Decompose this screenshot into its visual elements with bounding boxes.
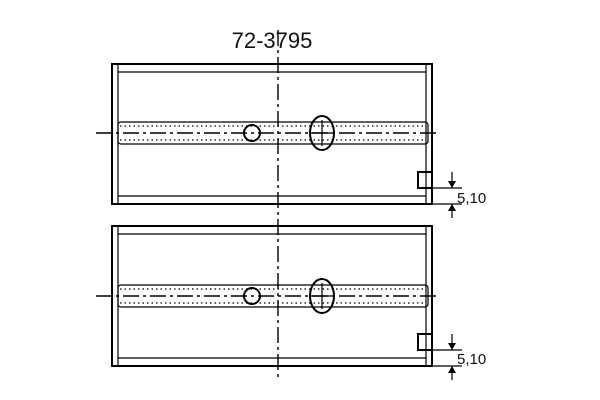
upper-dim-arrow-down — [448, 181, 456, 188]
lower-oil-hole-small — [243, 287, 261, 305]
lower-dim-arrow-down — [448, 343, 456, 350]
upper-dimension-label: 5,10 — [457, 190, 486, 207]
lower-shell: 5,10 — [96, 225, 486, 380]
lower-dim-arrow-up — [448, 366, 456, 373]
upper-shell-body — [111, 63, 433, 205]
lower-dimension-label: 5,10 — [457, 351, 486, 368]
upper-oil-hole-small — [243, 124, 261, 142]
lower-locating-tab — [417, 333, 433, 351]
part-number: 72-3795 — [232, 28, 313, 53]
upper-dim-arrow-up — [448, 204, 456, 211]
upper-shell: 5,10 — [96, 63, 486, 218]
upper-locating-tab — [417, 171, 433, 189]
